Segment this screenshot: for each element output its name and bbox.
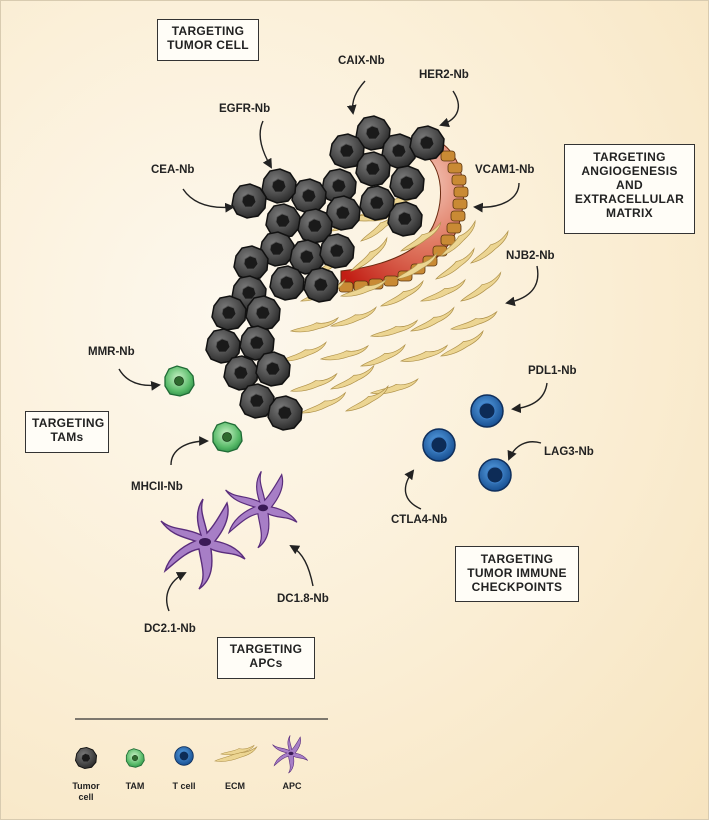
legend-label-tam: TAM	[125, 781, 145, 791]
legend-ecm-icon	[213, 745, 259, 764]
t-cell	[478, 458, 512, 492]
tam-cell	[212, 421, 243, 453]
label-njb2-nb: NJB2-Nb	[506, 250, 555, 262]
box-targeting-tams: TARGETING TAMs	[25, 411, 109, 453]
tumor-cell	[389, 165, 425, 201]
box-targeting-immune-checkpoints: TARGETING TUMOR IMMUNE CHECKPOINTS	[455, 546, 579, 602]
t-cell	[422, 428, 456, 462]
legend-tcell-icon	[174, 746, 194, 766]
tumor-cell	[255, 351, 291, 387]
tumor-cell	[231, 183, 267, 219]
label-dc21-nb: DC2.1-Nb	[144, 623, 196, 635]
label-dc18-nb: DC1.8-Nb	[277, 593, 329, 605]
tumor-cell	[355, 151, 391, 187]
legend-tumor-cell-icon	[74, 746, 98, 770]
legend-tam-icon	[125, 748, 145, 768]
tumor-cell	[261, 168, 297, 204]
arrow-pdl1	[511, 382, 548, 414]
apc-cell	[225, 470, 298, 549]
legend-icons	[74, 735, 309, 774]
arrow-caix	[346, 80, 366, 115]
legend-apc-icon	[272, 735, 309, 774]
tumor-cell	[267, 395, 303, 431]
tumor-cell	[387, 201, 423, 237]
tumor-cell	[269, 265, 305, 301]
label-egfr-nb: EGFR-Nb	[219, 103, 271, 115]
box-targeting-tumor-cell: TARGETING TUMOR CELL	[157, 19, 259, 61]
arrow-mmr	[118, 368, 161, 391]
arrow-njb2	[505, 265, 539, 307]
legend-label-ecm: ECM	[225, 781, 245, 791]
arrow-egfr	[259, 120, 272, 169]
label-cea-nb: CEA-Nb	[151, 164, 195, 176]
legend-label-tumor-cell: Tumor cell	[72, 781, 100, 802]
tumor-cell	[319, 233, 355, 269]
label-vcam1-nb: VCAM1-Nb	[475, 164, 535, 176]
tumor-cell	[409, 125, 445, 161]
arrow-dc18	[289, 545, 314, 587]
tumor-cell	[211, 295, 247, 331]
arrow-mhcii	[170, 436, 209, 466]
legend-label-tcell: T cell	[172, 781, 196, 791]
arrow-dc21	[166, 572, 187, 612]
box-targeting-angiogenesis: TARGETING ANGIOGENESIS AND EXTRACELLULAR…	[564, 144, 695, 234]
arrow-cea	[182, 188, 235, 213]
label-mhcii-nb: MHCII-Nb	[131, 481, 183, 493]
label-her2-nb: HER2-Nb	[419, 69, 469, 81]
tumor-cell	[245, 295, 281, 331]
apc-cell	[160, 498, 246, 590]
label-lag3-nb: LAG3-Nb	[544, 446, 594, 458]
tumor-cell	[303, 267, 339, 303]
arrow-her2	[439, 90, 460, 128]
label-pdl1-nb: PDL1-Nb	[528, 365, 577, 377]
tumor-cell	[233, 245, 269, 281]
label-mmr-nb: MMR-Nb	[88, 346, 135, 358]
arrow-ctla4	[404, 469, 422, 510]
tumor-cell	[291, 178, 327, 214]
arrow-vcam1	[473, 182, 520, 213]
binding-arrows	[118, 80, 548, 612]
arrow-lag3	[507, 441, 542, 461]
t-cell	[470, 394, 504, 428]
label-ctla4-nb: CTLA4-Nb	[391, 514, 448, 526]
tam-cell	[164, 365, 195, 397]
legend-label-apc: APC	[282, 781, 302, 791]
box-targeting-apcs: TARGETING APCs	[217, 637, 315, 679]
label-caix-nb: CAIX-Nb	[338, 55, 385, 67]
